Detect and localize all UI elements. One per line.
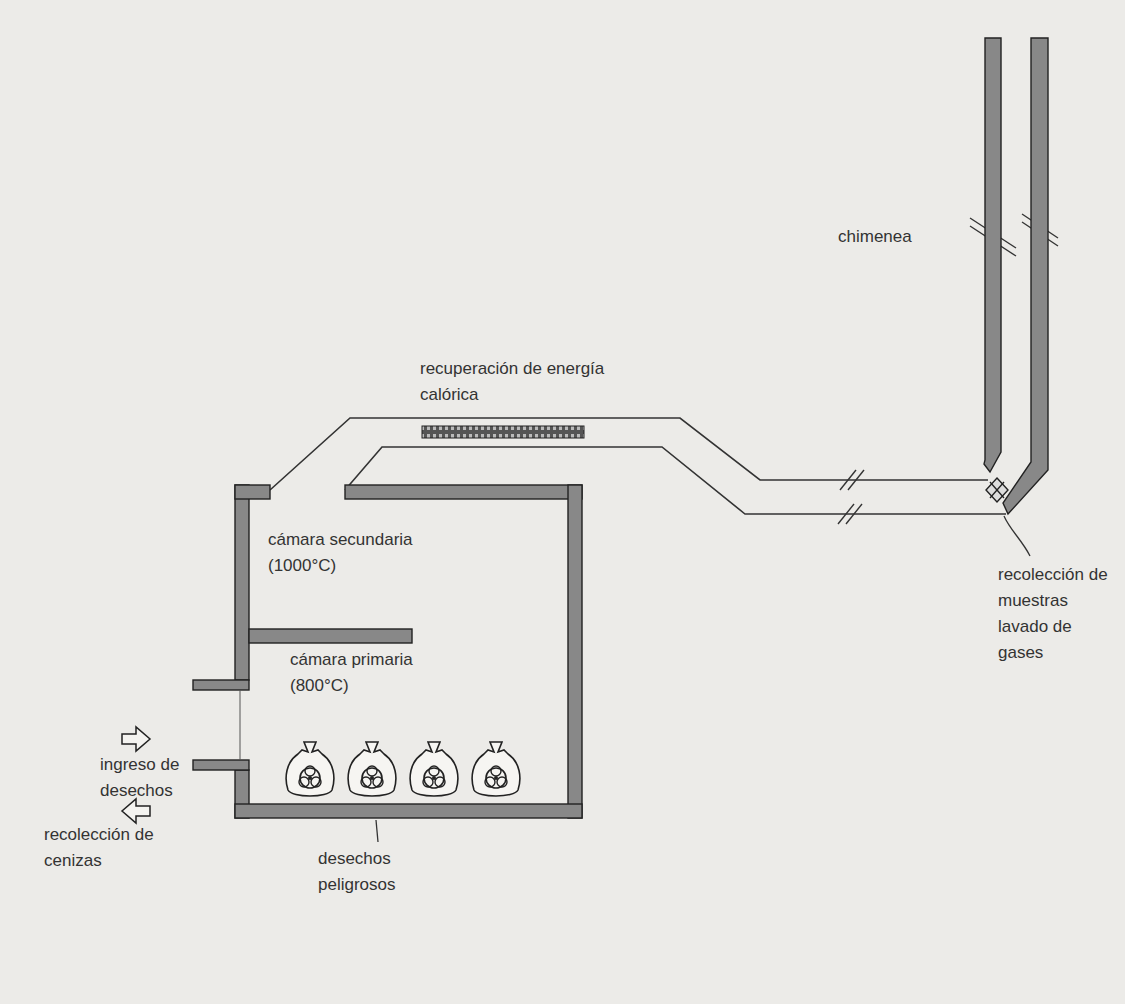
furnace-walls xyxy=(193,485,582,818)
chimney xyxy=(984,38,1048,514)
flow-label: recolección de cenizas xyxy=(44,822,154,874)
leader-line xyxy=(376,820,378,842)
flow-arrows xyxy=(122,727,150,823)
gas-duct xyxy=(270,418,1006,514)
part-label: chimenea xyxy=(838,224,948,250)
part-label: recuperación de energía calórica xyxy=(420,356,620,408)
chamber-label: cámara primaria (800°C) xyxy=(290,647,440,699)
flow-label: ingreso de desechos xyxy=(100,752,210,804)
gas-scrubber xyxy=(986,478,1008,502)
part-label: desechos peligrosos xyxy=(318,846,428,898)
part-label: recolección de muestras lavado de gases xyxy=(998,562,1120,666)
leader-line xyxy=(1004,516,1030,556)
waste-bags xyxy=(286,742,520,796)
door xyxy=(240,690,241,760)
furnace-chambers: cámara secundaria (1000°C) cámara primari… xyxy=(235,485,582,818)
chamber-label: cámara secundaria (1000°C) xyxy=(268,527,438,579)
heat-exchanger xyxy=(422,426,584,438)
